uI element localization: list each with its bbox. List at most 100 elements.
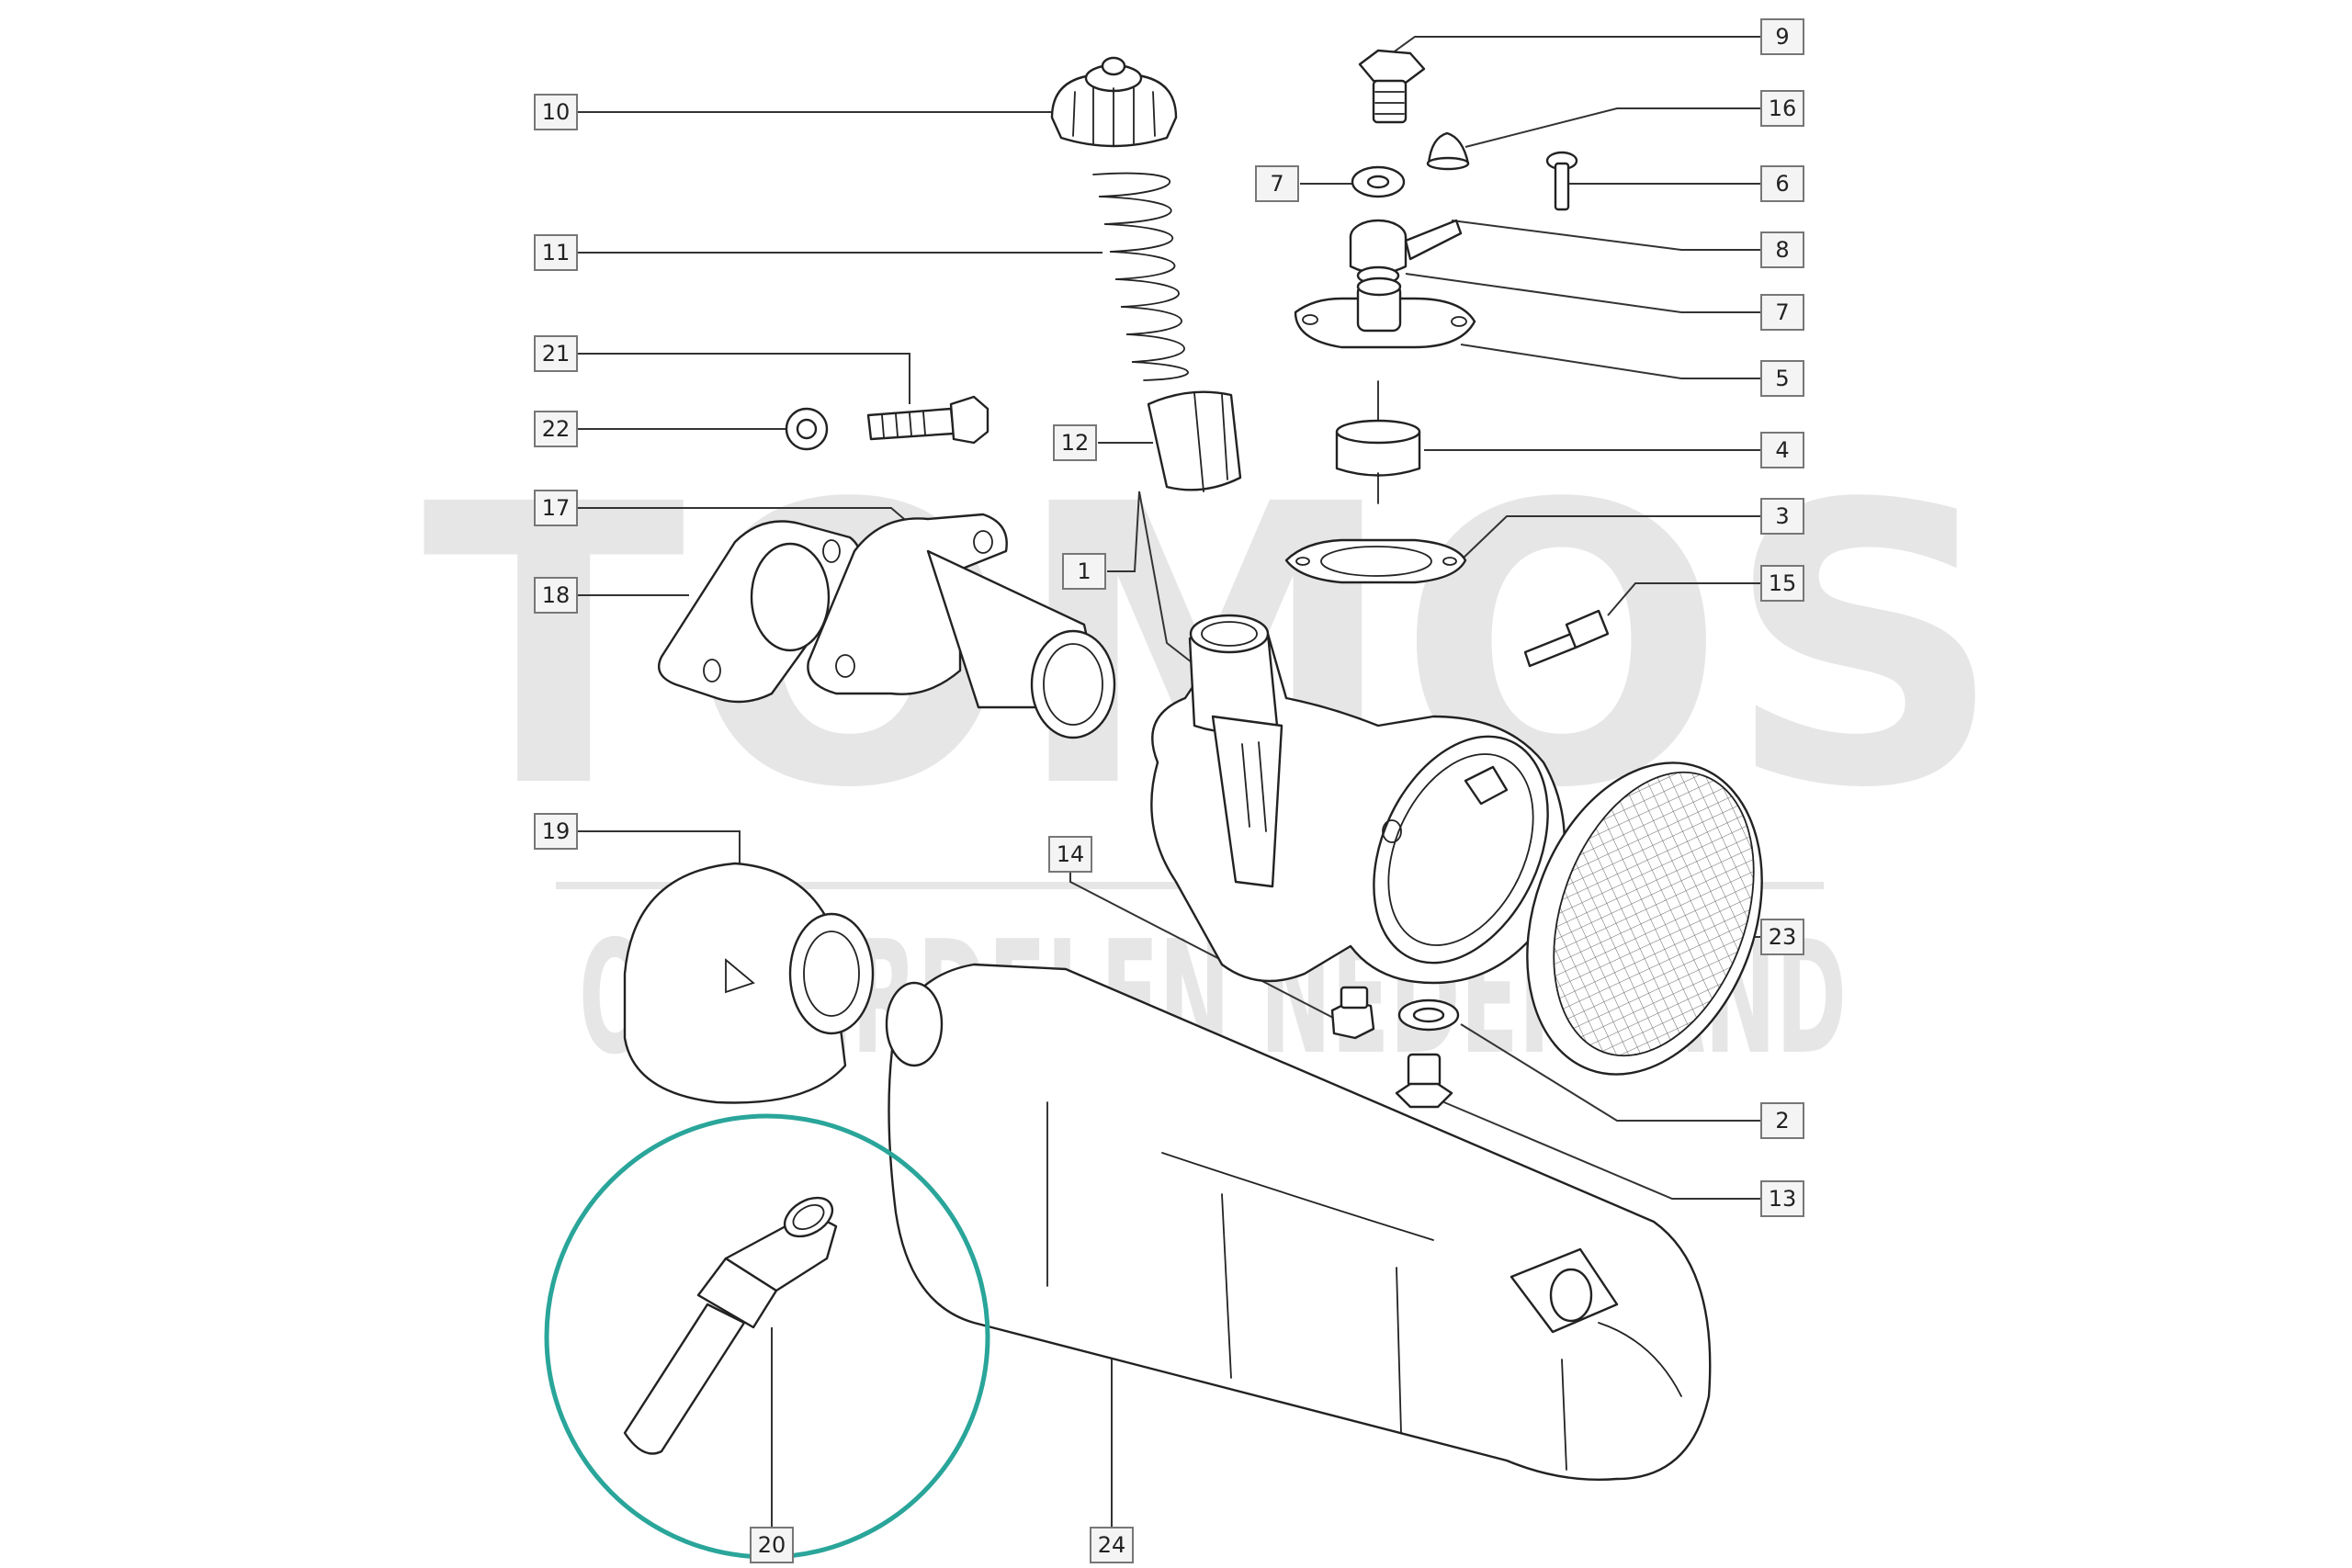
callout-label: 22: [542, 416, 571, 442]
callout-label: 15: [1769, 570, 1797, 596]
callout-15: 15: [1760, 565, 1804, 602]
callout-23: 23: [1760, 919, 1804, 955]
callout-box: [534, 813, 578, 850]
callout-7: 7: [1255, 165, 1299, 202]
callout-label: 14: [1057, 841, 1085, 867]
callout-box: [534, 490, 578, 526]
callout-1: 1: [1062, 553, 1106, 590]
part-7-washer: [1351, 165, 1406, 198]
callout-box: [1760, 165, 1804, 202]
part-23-air-filter: [1526, 761, 1763, 1076]
callout-label: 4: [1775, 437, 1789, 463]
callout-7: 7: [1760, 294, 1804, 331]
part-5-top-flange: [1294, 276, 1476, 349]
callout-box: [1048, 836, 1092, 873]
callout-label: 24: [1098, 1532, 1126, 1558]
callout-box: [1760, 498, 1804, 535]
callout-label: 5: [1775, 366, 1789, 391]
callout-label: 23: [1769, 924, 1797, 950]
callout-label: 20: [758, 1532, 786, 1558]
part-15-adjust-screw: [1523, 609, 1610, 668]
callout-22: 22: [534, 411, 578, 447]
callout-17: 17: [534, 490, 578, 526]
callout-3: 3: [1760, 498, 1804, 535]
callout-label: 13: [1769, 1186, 1797, 1212]
callout-label: 1: [1077, 558, 1091, 584]
part-3-gasket: [1284, 538, 1467, 584]
callout-box: [1760, 18, 1804, 55]
callout-box: [1760, 1102, 1804, 1139]
callout-label: 9: [1775, 24, 1789, 50]
callout-14: 14: [1048, 836, 1092, 873]
part-8-fuel-fitting: [1349, 219, 1463, 286]
callout-box: [1062, 553, 1106, 590]
callout-label: 8: [1775, 237, 1789, 263]
callout-box: [534, 234, 578, 271]
part-24-air-box: [885, 963, 1712, 1482]
callout-label: 11: [542, 240, 571, 265]
callout-label: 16: [1769, 96, 1797, 121]
part-2-washer: [1397, 998, 1460, 1032]
callout-label: 7: [1775, 299, 1789, 325]
callout-label: 21: [542, 341, 571, 367]
callout-box: [1760, 432, 1804, 468]
callout-box: [1760, 565, 1804, 602]
callout-label: 19: [542, 818, 571, 844]
callout-box: [1053, 424, 1097, 461]
callout-19: 19: [534, 813, 578, 850]
callout-20: 20: [750, 1527, 794, 1563]
callout-box: [1090, 1527, 1134, 1563]
part-13-drain-plug: [1395, 1053, 1453, 1109]
callout-box: [1760, 1180, 1804, 1217]
part-6-screw: [1545, 151, 1578, 211]
callout-box: [534, 577, 578, 614]
callout-12: 12: [1053, 424, 1097, 461]
part-1-carburetor-body: [1150, 614, 1566, 985]
callout-9: 9: [1760, 18, 1804, 55]
callout-label: 10: [542, 99, 571, 125]
callout-box: [534, 335, 578, 372]
callout-11: 11: [534, 234, 578, 271]
part-4-float: [1335, 380, 1421, 504]
callout-2: 2: [1760, 1102, 1804, 1139]
callout-label: 2: [1775, 1108, 1789, 1134]
detail-inset-20: [544, 1113, 990, 1560]
callout-box: [1760, 90, 1804, 127]
part-9-banjo-bolt: [1358, 49, 1426, 124]
callout-label: 12: [1061, 430, 1090, 456]
callout-5: 5: [1760, 360, 1804, 397]
callout-18: 18: [534, 577, 578, 614]
part-12-slide: [1147, 390, 1242, 492]
callout-box: [1255, 165, 1299, 202]
callout-6: 6: [1760, 165, 1804, 202]
callout-4: 4: [1760, 432, 1804, 468]
callout-10: 10: [534, 94, 578, 130]
part-10-knob-cap: [1050, 56, 1178, 148]
callout-box: [534, 411, 578, 447]
callout-box: [534, 94, 578, 130]
callout-box: [1760, 231, 1804, 268]
callout-label: 6: [1775, 171, 1789, 197]
callout-8: 8: [1760, 231, 1804, 268]
part-16-rubber-cap: [1426, 131, 1470, 171]
callout-box: [1760, 919, 1804, 955]
callout-label: 17: [542, 495, 571, 521]
callout-box: [1760, 294, 1804, 331]
callout-24: 24: [1090, 1527, 1134, 1563]
part-17-intake-manifold: [807, 513, 1116, 739]
callout-box: [750, 1527, 794, 1563]
callout-label: 7: [1270, 171, 1283, 197]
part-11-spring: [1092, 172, 1189, 381]
callout-box: [1760, 360, 1804, 397]
callout-16: 16: [1760, 90, 1804, 127]
part-19-filter-cap: [623, 862, 875, 1104]
part-22-washer: [785, 407, 829, 451]
part-18-insulator-flange: [657, 520, 862, 704]
callout-21: 21: [534, 335, 578, 372]
callout-label: 3: [1775, 503, 1789, 529]
callout-13: 13: [1760, 1180, 1804, 1217]
callout-label: 18: [542, 582, 571, 608]
part-14-nut: [1330, 986, 1375, 1040]
